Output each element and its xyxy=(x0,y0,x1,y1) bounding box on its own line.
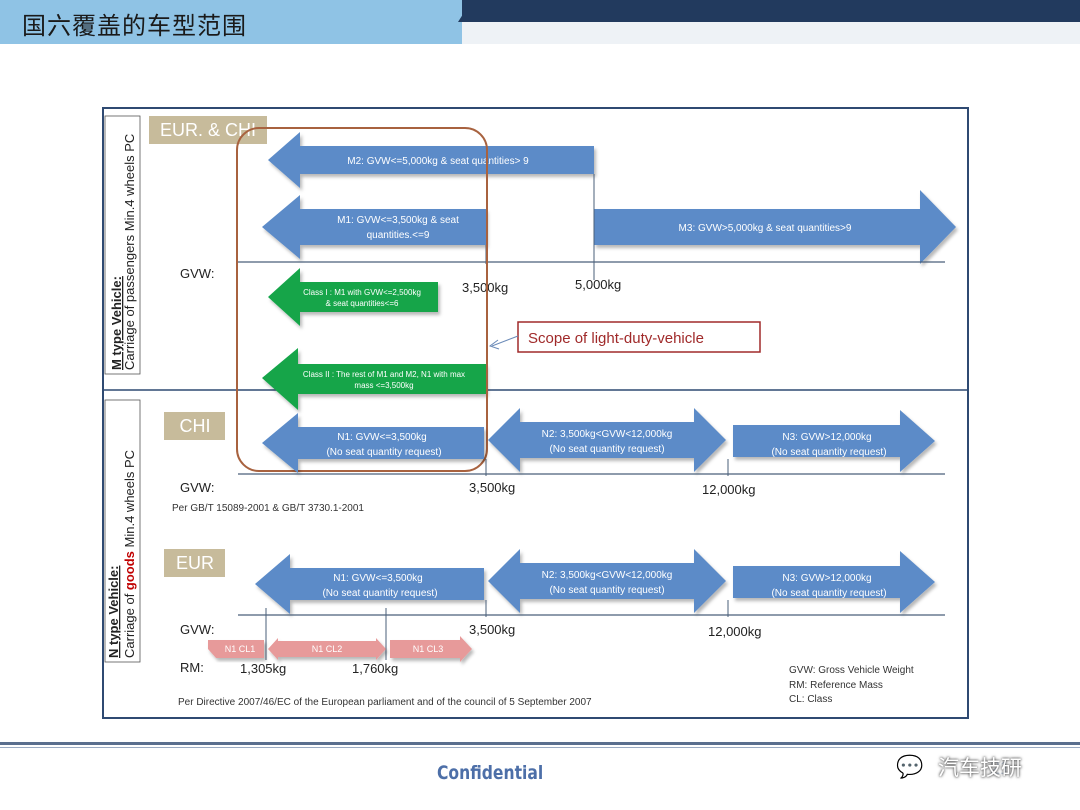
scope-pointer-head xyxy=(488,339,500,350)
eur-rm-1760-label: 1,760kg xyxy=(352,661,398,676)
diagram-frame xyxy=(102,107,969,719)
chi-n3-label-line1: N3: GVW>12,000kg xyxy=(782,432,871,443)
header-dark-band xyxy=(462,0,1080,22)
n-side-label-goods: goods xyxy=(122,551,137,590)
eur-n2-arrow xyxy=(488,549,726,613)
eur-cl3-arrow xyxy=(390,636,472,662)
page-number: 21 xyxy=(990,758,1011,778)
scope-label-box xyxy=(517,321,761,353)
class1-arrow-label-line1: Class I : M1 with GVW<=2,500kg xyxy=(303,288,421,297)
m-side-label-bold: M type Vehicle: xyxy=(109,276,124,370)
region-label-chi-text: CHI xyxy=(180,416,211,436)
chi-n2-label-line1: N2: 3,500kg<GVW<12,000kg xyxy=(542,429,673,440)
n-side-label-box xyxy=(104,399,141,663)
chi-tick-3500-label: 3,500kg xyxy=(469,480,515,495)
footer-rule-thin xyxy=(0,747,1080,748)
eur-n1-label-line1: N1: GVW<=3,500kg xyxy=(333,573,423,584)
region-label-eur-text: EUR xyxy=(176,553,214,573)
wechat-icon: 💬 xyxy=(896,754,924,779)
m2-arrow xyxy=(268,132,594,188)
eur-cl1-arrow xyxy=(208,640,264,658)
m1-arrow-label-line2: quantities.<=9 xyxy=(367,230,430,241)
light-duty-scope-outline xyxy=(236,127,488,472)
eur-directive-note: Per Directive 2007/46/EC of the European… xyxy=(178,697,592,708)
legend-gvw: GVW: Gross Vehicle Weight xyxy=(789,665,914,676)
eur-n2-label-line2: (No seat quantity request) xyxy=(549,585,664,596)
watermark: 💬 汽车技研 xyxy=(896,752,1056,780)
scope-pointer-line xyxy=(491,335,519,347)
page-title: 国六覆盖的车型范围 xyxy=(22,12,247,40)
legend-rm: RM: Reference Mass xyxy=(789,680,883,691)
region-label-eur-chi xyxy=(149,116,267,144)
eur-rm-label: RM: xyxy=(180,660,204,675)
m-side-label: M type Vehicle: xyxy=(109,276,124,370)
eur-n3-label-line1: N3: GVW>12,000kg xyxy=(782,573,871,584)
m2-arrow-label: M2: GVW<=5,000kg & seat quantities> 9 xyxy=(347,156,529,167)
chi-n3-arrow xyxy=(733,410,935,472)
n-side-label-desc: Carriage of goods Min.4 wheels PC xyxy=(122,450,137,658)
eur-cl2-label: N1 CL2 xyxy=(312,644,343,654)
chi-n2-arrow xyxy=(488,408,726,472)
m3-arrow-label: M3: GVW>5,000kg & seat quantities>9 xyxy=(679,223,852,234)
class2-arrow-label-line2: mass <=3,500kg xyxy=(354,381,413,390)
m1-arrow xyxy=(262,195,486,259)
m-tick-5000-label: 5,000kg xyxy=(575,277,621,292)
chi-gvw-label: GVW: xyxy=(180,480,214,495)
eur-n1-arrow xyxy=(255,554,484,614)
class2-arrow-label-line1: Class II : The rest of M1 and M2, N1 wit… xyxy=(303,370,465,379)
eur-rm-1305-label: 1,305kg xyxy=(240,661,286,676)
m-gvw-label: GVW: xyxy=(180,266,214,281)
eur-n2-label-line1: N2: 3,500kg<GVW<12,000kg xyxy=(542,570,673,581)
m3-arrow xyxy=(594,190,956,264)
watermark-text: 汽车技研 xyxy=(938,756,1022,780)
m1-arrow-label-line1: M1: GVW<=3,500kg & seat xyxy=(337,215,459,226)
class2-arrow xyxy=(262,348,486,410)
scope-label-text: Scope of light-duty-vehicle xyxy=(528,330,704,347)
chi-n3-label-line2: (No seat quantity request) xyxy=(771,447,886,458)
chi-standard-note: Per GB/T 15089-2001 & GB/T 3730.1-2001 xyxy=(172,503,364,514)
chi-n1-arrow xyxy=(262,413,484,473)
eur-tick-3500-label: 3,500kg xyxy=(469,622,515,637)
chi-n1-label-line1: N1: GVW<=3,500kg xyxy=(337,432,427,443)
eur-n3-label-line2: (No seat quantity request) xyxy=(771,588,886,599)
region-label-eur xyxy=(164,549,225,577)
n-side-label-bold: N type Vehicle: xyxy=(106,566,121,658)
title-banner xyxy=(0,0,465,44)
footer-rule-thick xyxy=(0,742,1080,745)
region-label-eur-chi-text: EUR. & CHI xyxy=(160,120,256,140)
n-side-label-pre: Carriage of xyxy=(122,590,137,658)
legend-cl: CL: Class xyxy=(789,694,832,705)
m-tick-3500-label: 3,500kg xyxy=(462,280,508,295)
eur-gvw-label: GVW: xyxy=(180,622,214,637)
eur-n3-arrow xyxy=(733,551,935,613)
m-side-label-box xyxy=(104,115,141,375)
chi-n1-label-line2: (No seat quantity request) xyxy=(326,447,441,458)
eur-cl2-arrow xyxy=(268,638,386,660)
header-light-band xyxy=(462,22,1080,44)
confidential-label: Confidential xyxy=(437,762,544,784)
eur-cl1-label: N1 CL1 xyxy=(225,644,256,654)
eur-tick-12000-label: 12,000kg xyxy=(708,624,762,639)
eur-n1-label-line2: (No seat quantity request) xyxy=(322,588,437,599)
eur-cl3-label: N1 CL3 xyxy=(413,644,444,654)
m-side-label-desc: Carriage of passengers Min.4 wheels PC xyxy=(122,134,137,370)
chi-tick-12000-label: 12,000kg xyxy=(702,482,756,497)
class1-arrow xyxy=(268,268,438,326)
n-side-label-post: Min.4 wheels PC xyxy=(122,450,137,551)
class1-arrow-label-line2: & seat quantities<=6 xyxy=(326,299,399,308)
region-label-chi xyxy=(164,412,225,440)
chi-n2-label-line2: (No seat quantity request) xyxy=(549,444,664,455)
